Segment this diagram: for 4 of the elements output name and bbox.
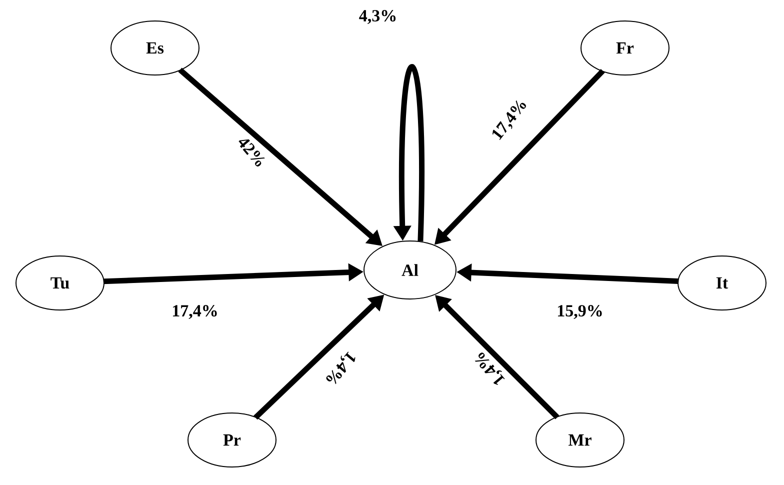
edge-label: 15,9% [558, 305, 602, 319]
edge-label: 4,3% [359, 10, 396, 24]
edge-label: 42% [238, 139, 265, 166]
edge-label: 17,4% [173, 305, 217, 319]
